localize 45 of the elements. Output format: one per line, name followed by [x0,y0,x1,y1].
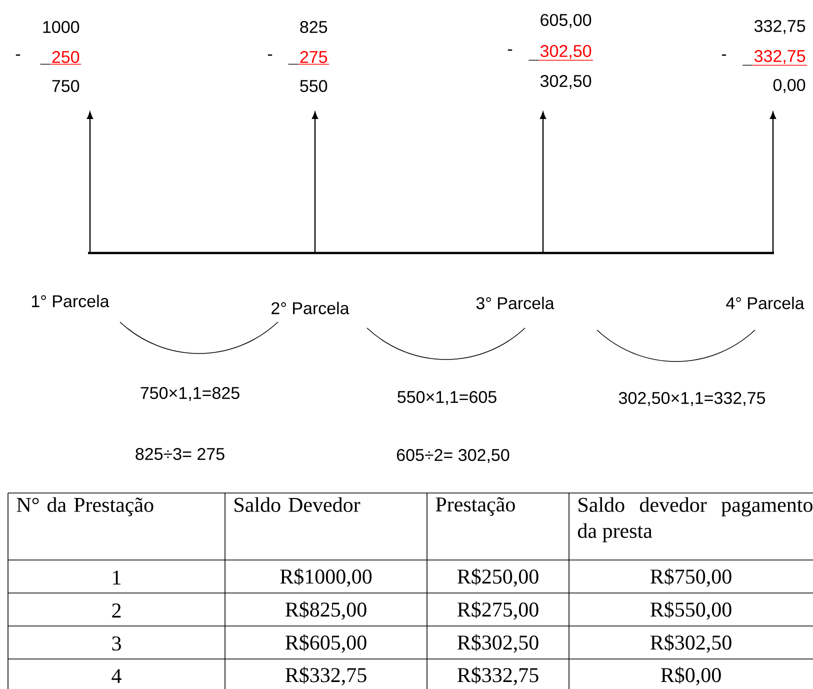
minus-sign: - [268,54,272,56]
header-cell: N° da Prestação [16,497,154,516]
header-cell: Saldo Devedor [234,497,360,512]
table-cell: R$250,00 [458,568,538,587]
table-cell: R$302,50 [458,634,538,653]
table-cell: R$550,00 [650,601,732,620]
table-cell: 4 [112,669,122,683]
underlined-number: 332,75 [742,50,808,66]
table-cell: 3 [112,636,121,651]
number: 825 [300,20,328,34]
number: 750 [52,80,80,92]
calculation: 550×1,1=605 [398,390,496,406]
calculation: 302,50×1,1=332,75 [618,392,765,406]
number: 605,00 [540,14,592,28]
calculation: 750×1,1=825 [140,386,240,402]
number: 1000 [43,20,80,34]
underlined-number: 302,50 [528,44,594,61]
table-cell: R$275,00 [458,601,538,620]
header-cell: Prestação [436,497,515,516]
table-cell: 1 [113,570,120,584]
table-cell: R$750,00 [650,568,732,587]
period-label: 3° Parcela [476,296,554,310]
period-label: 1° Parcela [32,294,110,308]
minus-sign: - [508,49,512,51]
number: 550 [300,80,328,92]
number: 332,75 [754,20,806,34]
calculation: 605÷2= 302,50 [396,448,510,464]
number: 0,00 [773,78,806,94]
period-label: 4° Parcela [726,296,804,310]
number: 302,50 [540,74,592,90]
minus-sign: - [16,54,20,56]
period-label: 2° Parcela [272,302,350,314]
underlined-number: 250 [40,50,82,65]
table-cell: 2 [112,604,121,618]
header-cell: Saldo devedor pagamento da presta [578,497,812,542]
table-cell: R$605,00 [286,634,366,653]
calculation: 825÷3= 275 [136,448,224,460]
minus-sign: - [722,54,726,56]
underlined-number: 275 [288,50,330,65]
table-cell: R$0,00 [661,666,721,686]
table-cell: R$1000,00 [280,568,372,587]
table-cell: R$302,50 [650,634,732,653]
table-cell: R$332,75 [286,666,366,686]
table-cell: R$825,00 [286,601,366,620]
table-cell: R$332,75 [458,666,538,686]
